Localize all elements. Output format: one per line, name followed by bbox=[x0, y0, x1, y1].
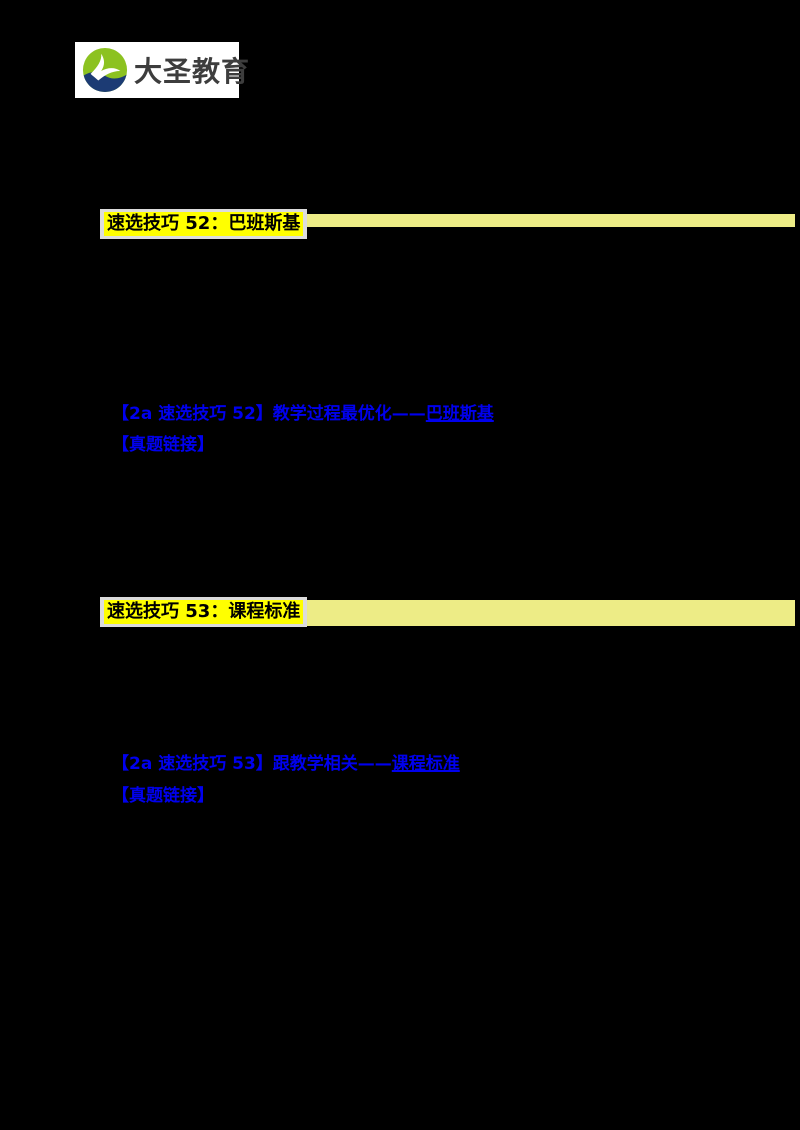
exam-questions-link[interactable]: 【真题链接】 bbox=[112, 433, 214, 457]
heading-row-technique-53: 速选技巧 53：课程标准 bbox=[100, 597, 795, 627]
link-dash: —— bbox=[357, 754, 392, 774]
heading-shading: 速选技巧 53：课程标准 bbox=[100, 597, 308, 627]
exam-link-label: 【真题链接】 bbox=[112, 435, 214, 455]
technique-52-link[interactable]: 【2a 速选技巧 52】教学过程最优化——巴班斯基 bbox=[112, 402, 494, 426]
brand-name: 大圣教育 bbox=[134, 55, 251, 88]
highlight-strip bbox=[307, 600, 795, 626]
logo: 大圣教育 bbox=[75, 42, 249, 98]
link-prefix: 【2a 速选技巧 52】 bbox=[112, 404, 273, 424]
link-dash: —— bbox=[391, 404, 426, 424]
link-concept: 跟教学相关 bbox=[272, 754, 358, 774]
bird-globe-logo-icon bbox=[82, 47, 128, 93]
heading-row-technique-52: 速选技巧 52：巴班斯基 bbox=[100, 209, 795, 239]
link-target[interactable]: 巴班斯基 bbox=[425, 404, 494, 424]
link-prefix: 【2a 速选技巧 53】 bbox=[112, 754, 273, 774]
heading-shading: 速选技巧 52：巴班斯基 bbox=[100, 209, 308, 239]
heading-technique-53: 速选技巧 53：课程标准 bbox=[104, 600, 304, 624]
link-concept: 教学过程最优化 bbox=[272, 404, 392, 424]
link-target[interactable]: 课程标准 bbox=[391, 754, 460, 774]
exam-link-label: 【真题链接】 bbox=[112, 786, 214, 806]
highlight-strip bbox=[307, 214, 795, 227]
heading-technique-52: 速选技巧 52：巴班斯基 bbox=[104, 212, 304, 236]
exam-questions-link[interactable]: 【真题链接】 bbox=[112, 784, 214, 808]
technique-53-link[interactable]: 【2a 速选技巧 53】跟教学相关——课程标准 bbox=[112, 752, 460, 776]
